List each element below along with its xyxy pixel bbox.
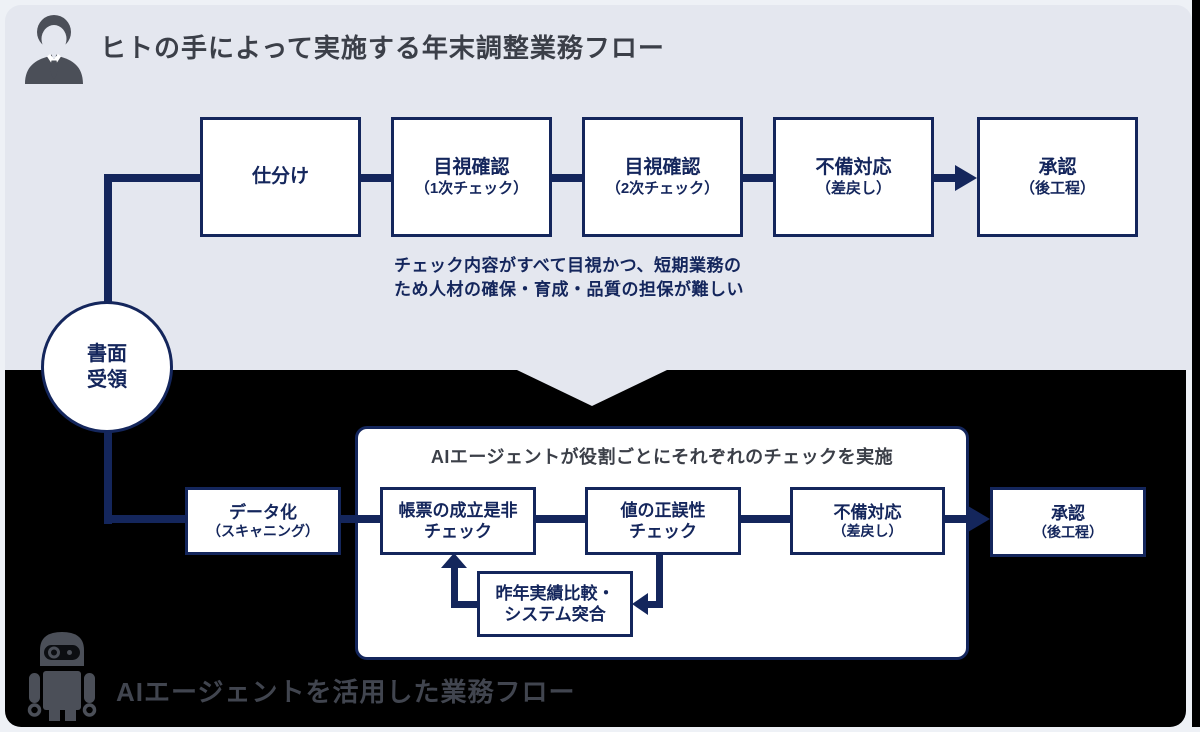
step-box-visual-check-2: 目視確認 （2次チェック）	[582, 117, 743, 237]
connector-loop-right	[648, 601, 663, 608]
step-sublabel: （後工程）	[1019, 179, 1095, 197]
step-box-defect-handling: 不備対応 （差戻し）	[773, 117, 934, 237]
step-label: 目視確認	[433, 156, 510, 178]
step-box-value-accuracy-check: 値の正誤性 チェック	[585, 487, 741, 555]
step-box-digitization: データ化 （スキャニング）	[185, 487, 341, 555]
step-box-approval-ai: 承認 （後工程）	[990, 487, 1146, 557]
step-label-line2: チェック	[629, 522, 697, 541]
connector-formcheck-to-valuecheck	[536, 515, 585, 523]
step-box-approval: 承認 （後工程）	[977, 117, 1138, 237]
caption-line-2: ため人材の確保・育成・品質の担保が難しい	[394, 280, 744, 299]
step-sublabel: （後工程）	[1033, 523, 1103, 540]
connector-valuecheck-down	[656, 554, 663, 608]
connector-start-to-sort	[104, 174, 200, 182]
step-label-line2: チェック	[424, 522, 492, 541]
arrowhead-into-loopbox	[632, 593, 648, 615]
step-sublabel: （2次チェック）	[605, 179, 720, 197]
step-sublabel: （差戻し）	[832, 522, 903, 539]
step-label: 不備対応	[833, 502, 902, 522]
step-label-line2: システム突合	[504, 605, 606, 624]
ai-container-title: AIエージェントが役割ごとにそれぞれのチェックを実施	[430, 447, 894, 467]
start-node-line2: 受領	[87, 369, 127, 391]
step-box-sorting: 仕分け	[200, 117, 361, 237]
ai-flow-title: AIエージェントを活用した業務フロー	[116, 677, 576, 707]
start-node-line1: 書面	[87, 343, 127, 365]
step-box-lastyear-comparison: 昨年実績比較・ システム突合	[477, 571, 633, 637]
connector-check1-to-check2	[551, 174, 582, 182]
step-box-form-validity-check: 帳票の成立是非 チェック	[380, 487, 536, 555]
connector-defect-to-approve-line-bottom	[945, 515, 970, 523]
connector-start-to-digitize	[104, 515, 185, 523]
step-label: 不備対応	[815, 156, 892, 178]
human-flow-title: ヒトの手によって実施する年末調整業務フロー	[100, 33, 665, 63]
connector-loop-up	[451, 566, 458, 608]
step-label: 帳票の成立是非	[398, 500, 518, 520]
step-label: 承認	[1051, 503, 1085, 523]
robot-icon	[24, 626, 100, 722]
step-label: 値の正誤性	[620, 500, 706, 520]
right-edge-strip	[1192, 0, 1200, 727]
step-box-defect-handling-ai: 不備対応 （差戻し）	[790, 487, 945, 555]
caption-line-1: チェック内容がすべて目視かつ、短期業務の	[394, 256, 742, 275]
step-label: データ化	[229, 502, 297, 522]
connector-valuecheck-to-defect	[741, 515, 790, 523]
step-sublabel: （差戻し）	[815, 179, 891, 197]
connector-loop-left	[451, 601, 477, 608]
start-node-document-receipt: 書面 受領	[41, 301, 173, 433]
arrowhead-bottom-approve	[968, 506, 990, 532]
step-label: 目視確認	[624, 156, 701, 178]
step-box-visual-check-1: 目視確認 （1次チェック）	[391, 117, 552, 237]
arrowhead-into-formcheck	[441, 553, 467, 568]
step-label: 承認	[1038, 156, 1077, 178]
transition-chevron	[517, 370, 667, 406]
connector-defect-to-approve-line	[933, 174, 958, 182]
step-sublabel: （1次チェック）	[414, 179, 529, 197]
connector-sort-to-check1	[361, 174, 391, 182]
connector-check2-to-defect	[742, 174, 773, 182]
step-sublabel: （スキャニング）	[207, 522, 319, 539]
connector-digitize-to-formcheck	[341, 515, 380, 523]
step-label: 仕分け	[251, 166, 309, 188]
person-icon	[22, 10, 86, 84]
human-flow-caption: チェック内容がすべて目視かつ、短期業務の ため人材の確保・育成・品質の担保が難し…	[394, 254, 744, 302]
step-label: 昨年実績比較・	[495, 583, 615, 603]
arrowhead-top-approve	[955, 165, 977, 191]
